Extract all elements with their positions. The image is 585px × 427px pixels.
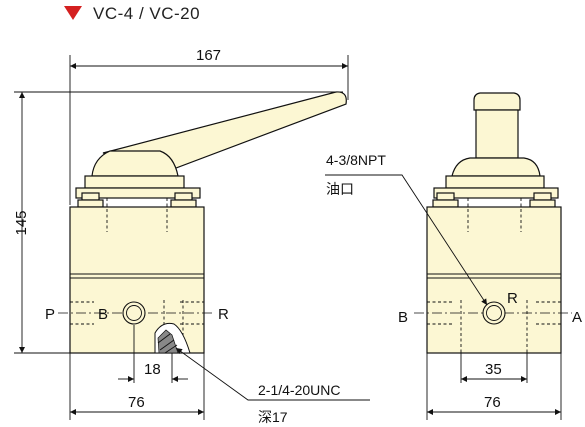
side-port-a-label: A [572,309,582,326]
dim-35: 35 [485,361,502,378]
handle-hub [91,150,179,177]
pipe-note: 4-3/8NPT [326,152,386,168]
model-title: VC-4 / VC-20 [93,4,200,23]
front-view: P B R 167 145 18 76 2-1/4-20UNC 深17 [13,47,370,425]
red-triangle-icon [64,6,82,20]
thread-note: 2-1/4-20UNC [258,382,340,398]
cover-plate-side [433,187,559,199]
hub-collar-side [445,175,545,189]
side-port-r-label: R [507,290,518,307]
port-p-label: P [45,306,55,323]
dim-18: 18 [144,361,161,378]
dim-167: 167 [196,47,221,64]
hub-collar [84,175,185,189]
pipe-sub-note: 油口 [326,181,354,197]
handle-top [473,92,521,111]
valve-body-side [426,206,562,354]
dim-76-side: 76 [484,394,501,411]
title-block: VC-4 / VC-20 [64,4,200,23]
dim-76-front: 76 [128,394,145,411]
depth-note: 深17 [258,409,288,425]
handle-stem [475,109,519,159]
cover-plate [75,187,201,199]
handle-hub-side [451,157,541,177]
left-bolt [77,192,104,208]
port-b-label: B [98,306,108,323]
dim-145: 145 [13,210,30,235]
side-right-bolt [529,192,556,208]
right-bolt [170,192,197,208]
side-view: B R A 4-3/8NPT 油口 35 76 [325,92,582,420]
side-port-b-label: B [398,309,408,326]
side-left-bolt [432,192,459,208]
valve-body [69,206,205,354]
port-r-label: R [218,306,229,323]
